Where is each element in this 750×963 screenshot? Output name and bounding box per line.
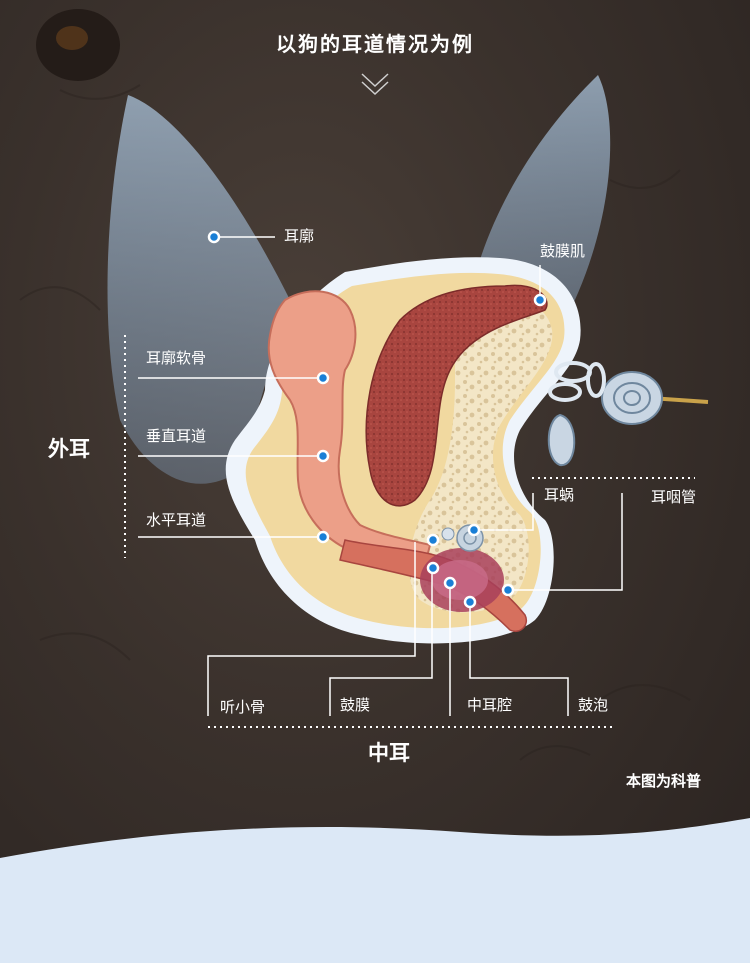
marker-vertical-canal xyxy=(318,451,328,461)
disclaimer-note: 本图为科普 xyxy=(626,774,701,789)
label-auricular-cartilage: 耳廓软骨 xyxy=(146,351,206,366)
inner-ear-model xyxy=(549,363,708,465)
page-title: 以狗的耳道情况为例 xyxy=(0,34,750,54)
label-ossicles: 听小骨 xyxy=(220,700,265,715)
marker-auricle xyxy=(209,232,219,242)
label-cochlea: 耳蜗 xyxy=(544,488,574,503)
label-tensor-tympani: 鼓膜肌 xyxy=(540,244,585,259)
marker-tympanic-bulla xyxy=(465,597,475,607)
label-middle-ear: 中耳 xyxy=(368,743,410,764)
label-auricle: 耳廓 xyxy=(284,229,314,244)
chevron-down-icon xyxy=(362,74,388,94)
marker-cochlea xyxy=(469,525,479,535)
label-outer-ear: 外耳 xyxy=(48,439,90,460)
label-tympanic-bulla: 鼓泡 xyxy=(578,698,608,713)
label-eustachian-tube: 耳咽管 xyxy=(651,490,696,505)
marker-eardrum xyxy=(428,563,438,573)
tympanic-cavity-inner xyxy=(432,560,488,600)
label-tympanic-cavity: 中耳腔 xyxy=(467,698,512,713)
marker-tympanic-cavity xyxy=(445,578,455,588)
marker-horizontal-canal xyxy=(318,532,328,542)
marker-tensor-tympani xyxy=(535,295,545,305)
marker-ossicles xyxy=(428,535,438,545)
bottom-wave xyxy=(0,818,750,963)
marker-eustachian-tube xyxy=(503,585,513,595)
label-vertical-canal: 垂直耳道 xyxy=(146,429,206,444)
label-horizontal-canal: 水平耳道 xyxy=(146,513,206,528)
marker-auricular-cartilage xyxy=(318,373,328,383)
label-eardrum: 鼓膜 xyxy=(340,698,370,713)
